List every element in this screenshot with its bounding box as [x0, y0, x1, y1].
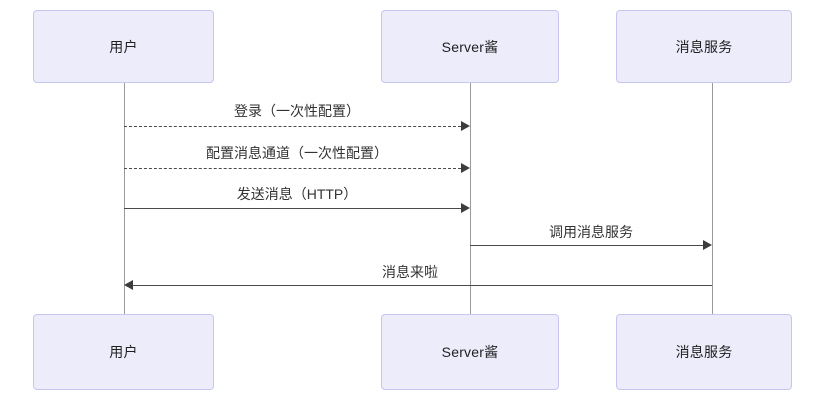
message-line-5 [133, 285, 712, 286]
actor-label-user-bottom: 用户 [109, 344, 138, 360]
actor-box-top-msgservice[interactable]: 消息服务 [616, 10, 792, 83]
message-arrowhead-1 [461, 121, 470, 131]
actor-label-serverchan-bottom: Server酱 [441, 344, 499, 360]
lifeline-serverchan [470, 83, 471, 314]
message-arrowhead-3 [461, 203, 470, 213]
actor-box-bottom-user[interactable]: 用户 [33, 314, 214, 390]
lifeline-msgservice [712, 83, 713, 314]
message-arrowhead-2 [461, 163, 470, 173]
message-label-3: 发送消息（HTTP） [236, 186, 358, 202]
message-line-4 [470, 245, 703, 246]
message-label-5: 消息来啦 [382, 264, 438, 280]
actor-box-bottom-msgservice[interactable]: 消息服务 [616, 314, 792, 390]
actor-label-serverchan-top: Server酱 [441, 38, 499, 55]
actor-box-bottom-serverchan[interactable]: Server酱 [381, 314, 559, 390]
message-label-4: 调用消息服务 [549, 224, 633, 240]
message-arrowhead-4 [703, 240, 712, 250]
message-label-2: 配置消息通道（一次性配置） [206, 145, 388, 161]
actor-label-user-top: 用户 [109, 38, 138, 55]
actor-label-msgservice-top: 消息服务 [675, 38, 733, 55]
actor-label-msgservice-bottom: 消息服务 [675, 344, 733, 360]
message-label-1: 登录（一次性配置） [234, 103, 360, 119]
lifeline-user [124, 83, 125, 314]
message-line-2 [124, 168, 461, 169]
message-arrowhead-5 [124, 280, 133, 290]
actor-box-top-user[interactable]: 用户 [33, 10, 214, 83]
message-line-1 [124, 126, 461, 127]
actor-box-top-serverchan[interactable]: Server酱 [381, 10, 559, 83]
message-line-3 [124, 208, 461, 209]
